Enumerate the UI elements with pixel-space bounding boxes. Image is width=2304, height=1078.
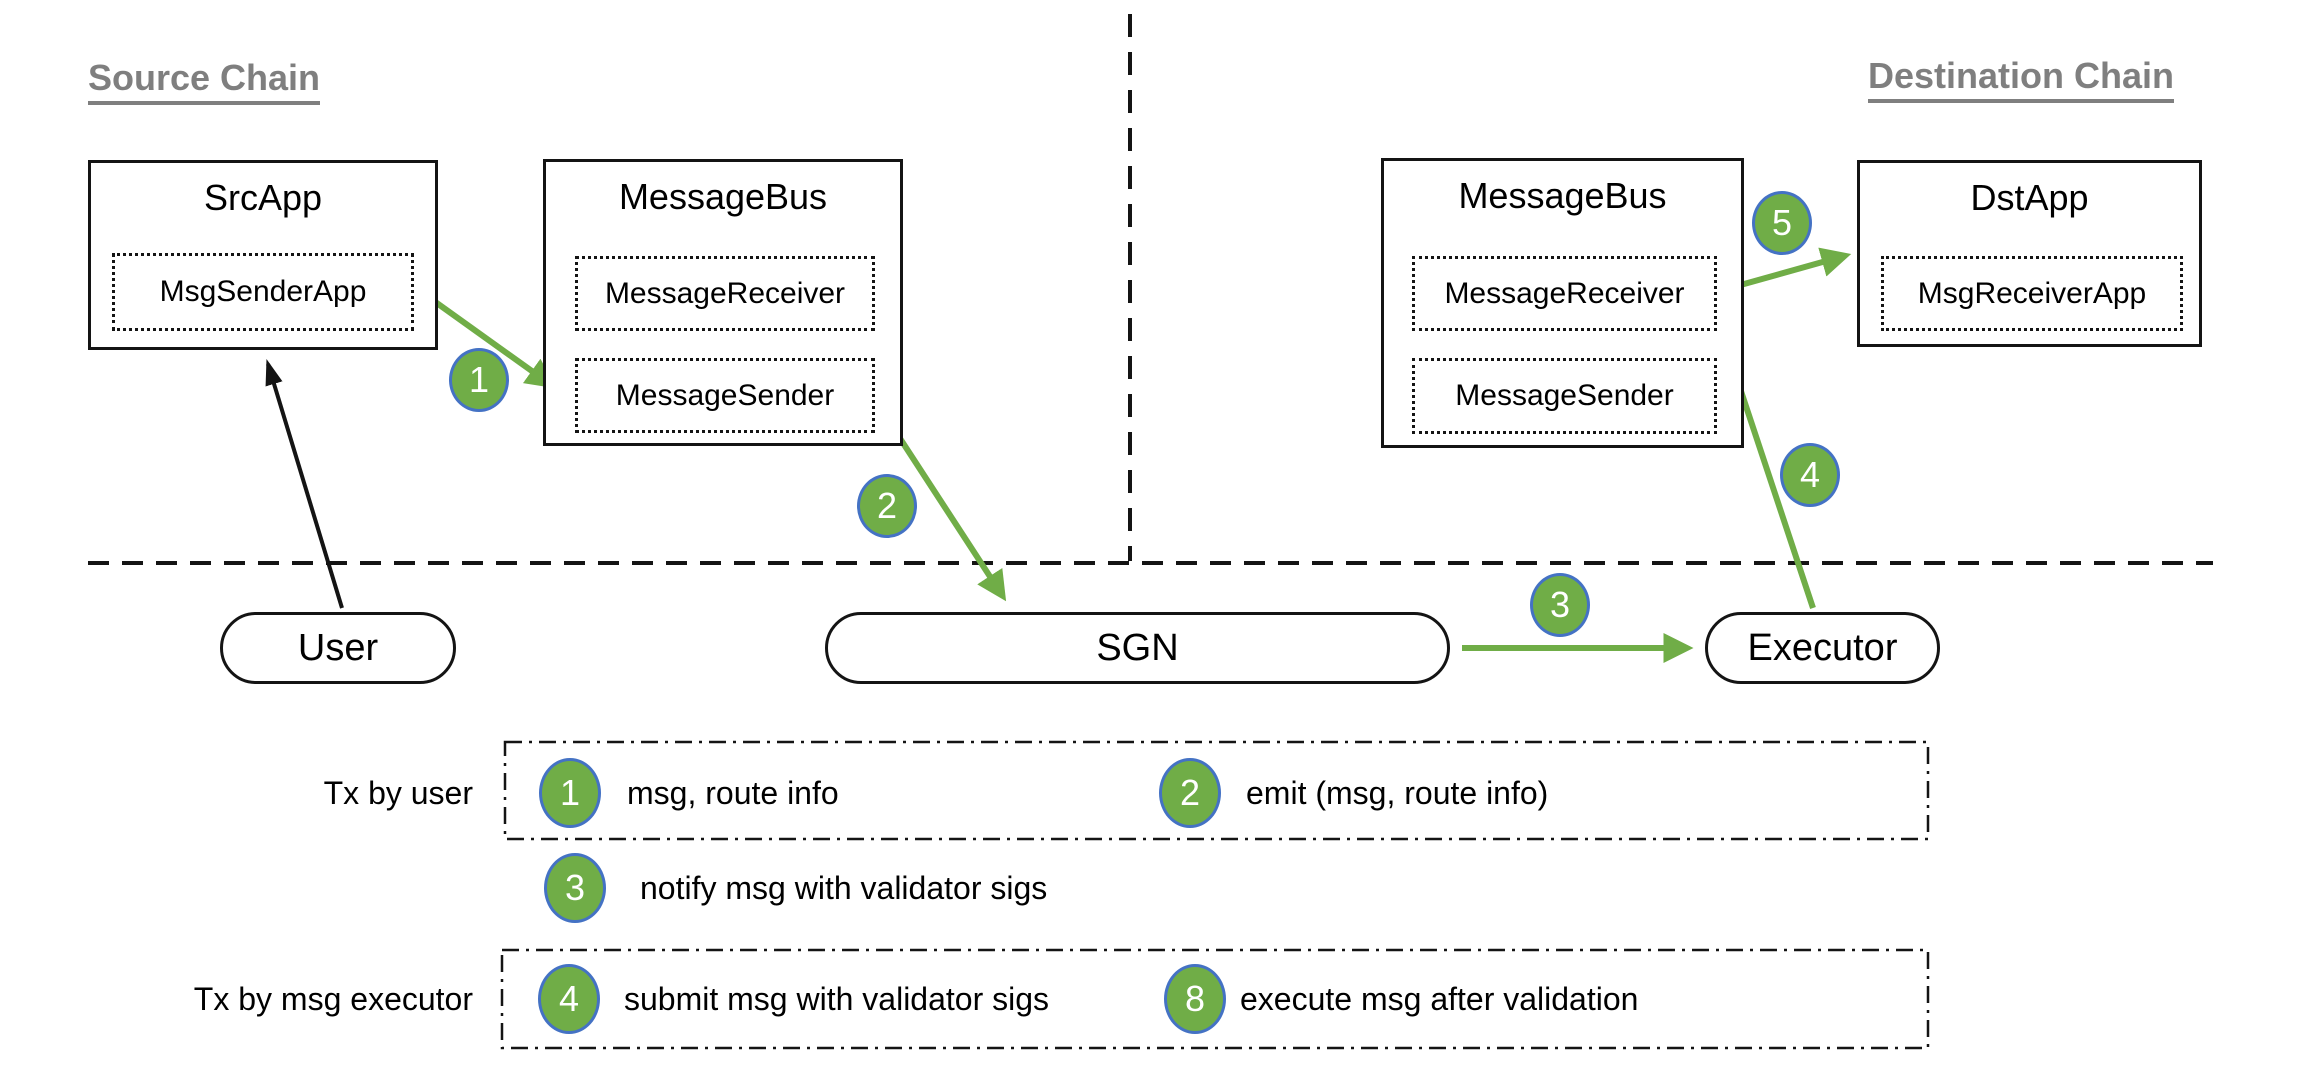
legend-text-3: notify msg with validator sigs — [640, 869, 1048, 906]
legend-label-tx-by-user: Tx by user — [323, 774, 473, 811]
srcapp-box: SrcApp MsgSenderApp — [88, 160, 438, 350]
messagesender-destination-box: MessageSender — [1412, 358, 1717, 434]
legend-text-8: execute msg after validation — [1240, 980, 1639, 1017]
step-badge-4: 4 — [1780, 443, 1840, 507]
msgreceiverapp-box: MsgReceiverApp — [1881, 256, 2183, 331]
messagereceiver-destination-box: MessageReceiver — [1412, 256, 1717, 331]
legend-badge-2: 2 — [1159, 758, 1221, 828]
messagebus-destination-box: MessageBus MessageReceiver MessageSender — [1381, 158, 1744, 448]
legend-label-tx-by-msg-executor: Tx by msg executor — [193, 980, 473, 1017]
user-node: User — [220, 612, 456, 684]
step-badge-2: 2 — [857, 474, 917, 538]
messagebus-source-title: MessageBus — [618, 176, 828, 217]
msgsenderapp-box: MsgSenderApp — [112, 253, 414, 331]
dstapp-title: DstApp — [1970, 177, 2089, 218]
legend-text-1: msg, route info — [627, 774, 839, 811]
legend-text-2: emit (msg, route info) — [1246, 774, 1549, 811]
source-chain-header: Source Chain — [88, 58, 321, 105]
sgn-node: SGN — [825, 612, 1450, 684]
legend-text-4: submit msg with validator sigs — [624, 980, 1050, 1017]
srcapp-title: SrcApp — [203, 177, 323, 218]
legend-badge-1: 1 — [539, 758, 601, 828]
messagebus-source-box: MessageBus MessageReceiver MessageSender — [543, 159, 903, 446]
destination-chain-header: Destination Chain — [1868, 56, 2175, 103]
legend-badge-8: 8 — [1164, 964, 1226, 1034]
messagesender-source-box: MessageSender — [575, 358, 875, 433]
step-badge-1: 1 — [449, 348, 509, 412]
messagebus-destination-title: MessageBus — [1458, 175, 1667, 216]
messagereceiver-source-box: MessageReceiver — [575, 256, 875, 331]
executor-node: Executor — [1705, 612, 1940, 684]
step-badge-5: 5 — [1752, 191, 1812, 255]
dstapp-box: DstApp MsgReceiverApp — [1857, 160, 2202, 347]
step-badge-3: 3 — [1530, 573, 1590, 637]
arrow-user-to-srcapp — [265, 359, 344, 609]
legend-badge-4: 4 — [538, 964, 600, 1034]
legend-badge-3: 3 — [544, 853, 606, 923]
